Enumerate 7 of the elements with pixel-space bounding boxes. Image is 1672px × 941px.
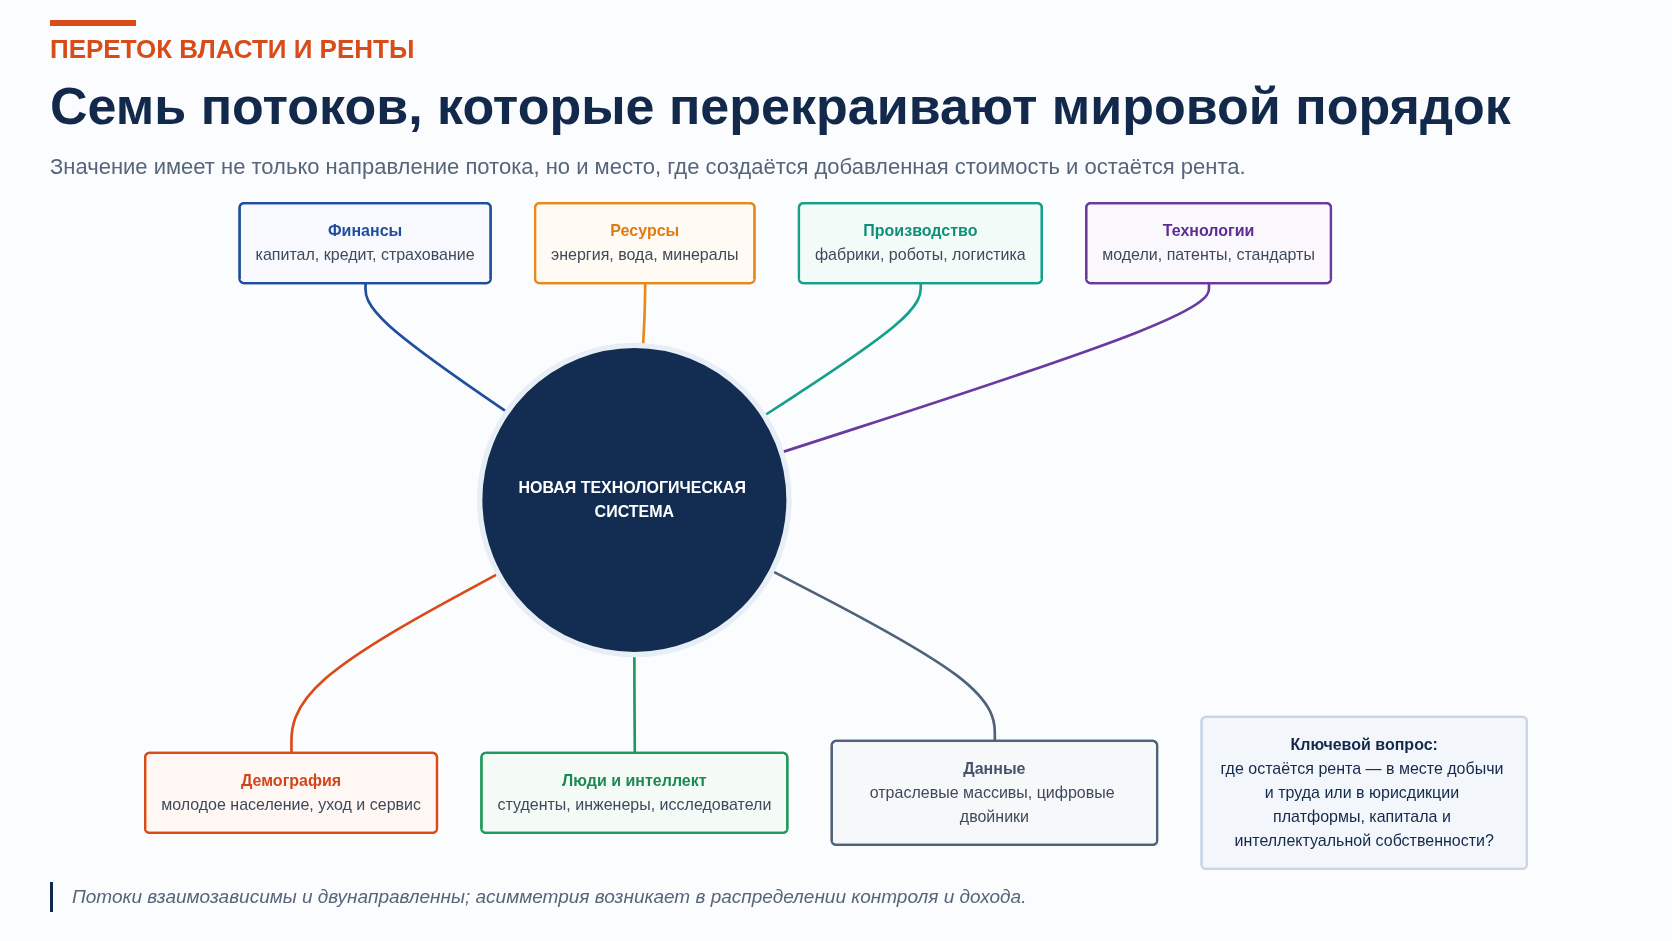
connector [364, 283, 508, 414]
subtitle: Значение имеет не только направление потока, но и место, где создаётся добавленная стоимость и остаётся рента. [50, 154, 1246, 180]
connector [641, 283, 647, 346]
caption: Потоки взаимозависимы и двунаправленны; асимметрия возникает в распределении контроля и дохода. [72, 886, 1027, 908]
title: Семь потоков, которые перекраивают мировой порядок [50, 76, 1511, 136]
node-circle: НОВАЯ ТЕХНОЛОГИЧЕСКАЯ СИСТЕМА [477, 342, 792, 658]
section-kicker: ПЕРЕТОК ВЛАСТИ И РЕНТЫ [50, 34, 415, 65]
